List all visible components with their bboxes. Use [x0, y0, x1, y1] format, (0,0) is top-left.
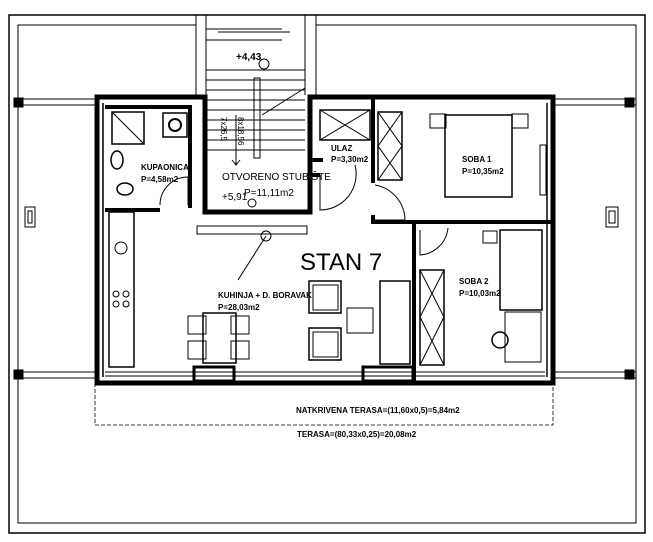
- stair-level-top: +4,43: [236, 52, 262, 63]
- room-area-bathroom: P=4,58m2: [141, 175, 179, 184]
- room-area-bedroom2: P=10,03m2: [459, 289, 501, 298]
- room-name-kitchen-living: KUHINJA + D. BORAVAK: [218, 291, 312, 300]
- inner-boundary: [17, 15, 637, 524]
- terrace-label: TERASA=(80,33x0,25)=20,08m2: [297, 430, 417, 439]
- room-area-staircase: P=11,11m2: [244, 188, 294, 199]
- apartment-label: STAN 7: [300, 249, 382, 276]
- outer-boundary: [8, 14, 646, 534]
- room-area-kitchen-living: P=28,03m2: [218, 303, 260, 312]
- covered-terrace-label: NATKRIVENA TERASA=(11,60x0,5)=5,84m2: [296, 406, 460, 415]
- room-name-entry: ULAZ: [331, 144, 352, 153]
- stair-spec-b: 7x26,5: [219, 117, 228, 142]
- room-area-bedroom1: P=10,35m2: [462, 167, 504, 176]
- room-name-staircase: OTVORENO STUBIŠTE: [222, 170, 331, 183]
- stair-level-bottom: +5,91: [222, 192, 248, 203]
- room-name-bedroom1: SOBA 1: [462, 155, 492, 164]
- stair-spec-a: 8x18,56: [236, 117, 245, 146]
- room-name-bedroom2: SOBA 2: [459, 277, 489, 286]
- room-name-bathroom: KUPAONICA: [141, 163, 189, 172]
- room-area-entry: P=3,30m2: [331, 155, 369, 164]
- apartment-walls: [94, 94, 556, 386]
- covered-terrace-line: [94, 383, 554, 426]
